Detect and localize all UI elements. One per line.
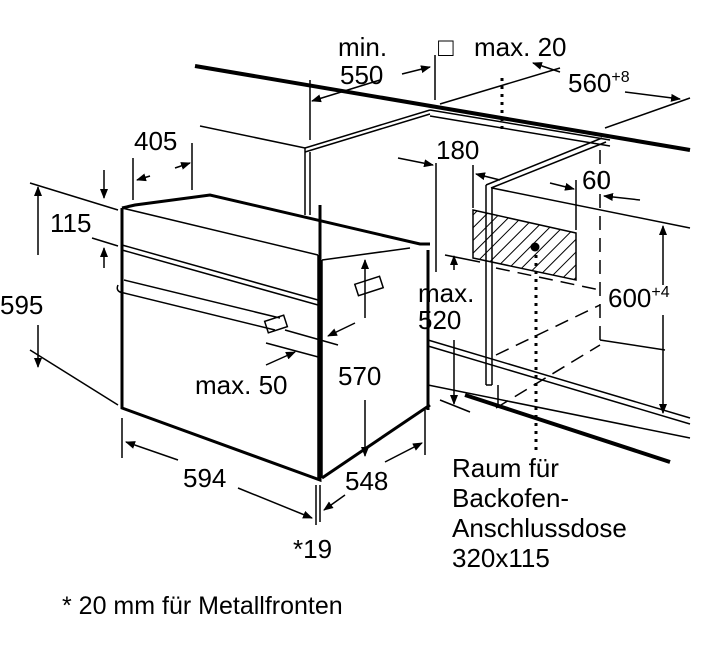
dim-548: 548 (345, 466, 389, 496)
dim-600-value: 600 (608, 283, 652, 313)
dim-min-label: min. (338, 32, 388, 62)
dim-max-520: 520 (418, 305, 462, 335)
square-icon: □ (438, 32, 454, 62)
socket-note-line: 320x115 (452, 543, 550, 573)
dim-max-label: max. (418, 278, 475, 308)
dim-star-19: *19 (293, 534, 333, 564)
socket-note-line: Anschlussdose (452, 513, 627, 543)
dim-560-value: 560 (568, 68, 612, 98)
socket-note-line: Backofen- (452, 483, 570, 513)
dim-405: 405 (134, 126, 178, 156)
socket-area (472, 78, 577, 450)
socket-note: Raum für Backofen- Anschlussdose 320x115 (452, 455, 627, 571)
dim-180: 180 (436, 135, 480, 165)
dim-115: 115 (50, 208, 92, 238)
dimension-lines (29, 55, 691, 525)
socket-dot (530, 242, 540, 252)
countertop (194, 64, 691, 152)
dim-max-20: max. 20 (474, 32, 567, 62)
dim-min-550: 550 (340, 60, 384, 90)
footnote: * 20 mm für Metallfronten (62, 592, 343, 620)
dim-595: 595 (0, 290, 44, 320)
oven (116, 193, 431, 483)
dim-560: 560+8 (568, 68, 630, 98)
dim-594: 594 (183, 463, 227, 493)
dim-600-tolerance: +4 (651, 284, 670, 301)
dim-570: 570 (338, 361, 382, 391)
dim-max-50: max. 50 (195, 370, 288, 400)
socket-note-line: Raum für (452, 453, 559, 483)
dim-600: 600+4 (608, 283, 670, 313)
dim-60: 60 (582, 165, 611, 195)
dim-560-tolerance: +8 (611, 69, 630, 86)
